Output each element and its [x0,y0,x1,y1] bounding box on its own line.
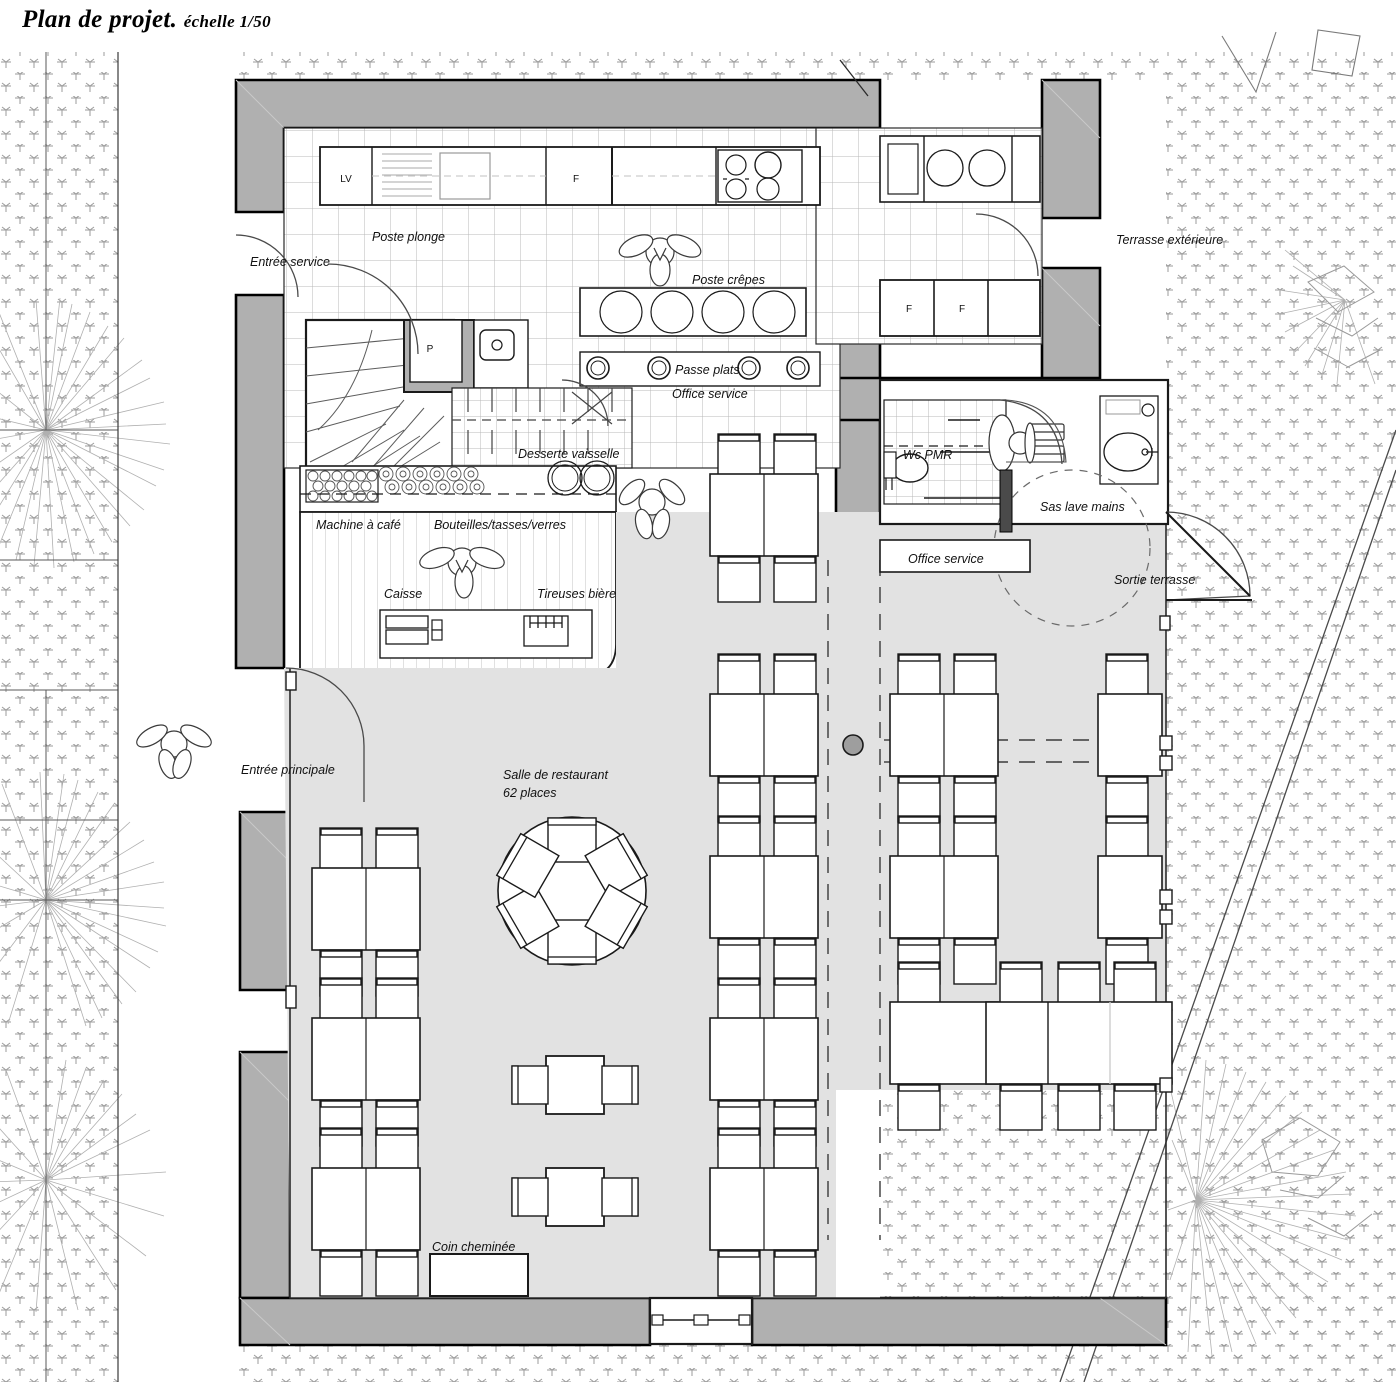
label-terrasse-exterieure: Terrasse extérieure [1116,233,1223,247]
passe-plats-counter [579,351,821,387]
table-4top [311,827,421,997]
table-4top [709,977,819,1147]
table-2top [511,1055,639,1115]
appliance-tag-f-kitchen: F [573,174,579,185]
column-marker [842,734,864,756]
label-poste-plonge: Poste plonge [372,230,445,244]
bottom-alcove [648,1296,754,1346]
crepes-station [579,287,807,337]
door-swings [235,59,1251,802]
label-sortie-terrasse: Sortie terrasse [1114,573,1195,587]
person-figure-icon [136,234,702,779]
label-sas-lave-mains: Sas lave mains [1040,500,1125,514]
table-4top [1097,815,1163,985]
label-bouteilles: Bouteilles/tasses/verres [434,518,566,532]
label-machine-a-cafe: Machine à café [316,518,401,532]
table-round-6 [495,816,649,966]
fireplace [429,1253,529,1297]
sink-icon [1103,432,1153,472]
table-4top [889,653,999,823]
desserte-vaisselle-unit [451,387,633,469]
door-terrasse-kitchen [975,213,1039,277]
door-leaves [1165,511,1252,601]
label-poste-crepes: Poste crêpes [692,273,765,287]
door-entree-service [235,234,299,298]
table-4top [709,1127,819,1297]
door-sortie-terrasse [1165,511,1251,601]
table-4top [709,815,819,985]
plan-title-main: Plan de projet. [22,6,178,33]
window-markers [285,615,1173,1093]
tree-canopy-icon [1165,29,1381,1357]
table-4top [709,433,819,603]
label-entree-service: Entrée service [250,255,330,269]
appliance-tag-f-terrace-1: F [906,304,912,315]
appliance-tag-p: P [427,344,434,355]
table-4top [709,653,819,823]
table-2top [511,1167,639,1227]
door-kitchen-stair [327,263,419,355]
table-4top [311,977,421,1147]
table-4top [889,961,999,1131]
appliance-tag-lv: LV [340,174,352,185]
door-wc [999,399,1063,465]
label-coin-cheminee: Coin cheminée [432,1240,515,1254]
label-passe-plats: Passe plats [675,363,740,377]
label-salle-capacity: 62 places [503,786,557,800]
plan-labels: Poste plonge Entrée service Poste crêpes… [241,230,1223,1254]
plan-scale: échelle 1/50 [183,12,271,31]
kitchen-counter-top: LV F [319,146,821,206]
appliance-tag-f-terrace-2: F [959,304,965,315]
terrace-counter: F F [879,135,1041,337]
prep-sink [473,319,529,389]
label-office-service-wc: Office service [908,552,984,566]
table-4top [889,815,999,985]
tree-canopy-icon [0,297,171,1313]
banquet-table [985,961,1173,1131]
door-entree-principale [285,667,365,802]
label-entree-principale: Entrée principale [241,763,335,777]
page-title: Plan de projet. échelle 1/50 [22,6,271,34]
bar-back-counter [299,460,617,513]
wc-pmr-room [878,378,1170,627]
label-salle-restaurant: Salle de restaurant [503,768,608,782]
table-4top [1097,653,1163,823]
label-caisse: Caisse [384,587,422,601]
door-office [561,379,609,427]
label-desserte-vaisselle: Desserte vaisselle [518,447,619,461]
dining-tables [311,433,1173,1297]
label-tireuses-biere: Tireuses bière [537,587,616,601]
label-office-service-kitchen: Office service [672,387,748,401]
table-4top [311,1127,421,1297]
label-wc-pmr: Wc PMR [903,448,952,462]
